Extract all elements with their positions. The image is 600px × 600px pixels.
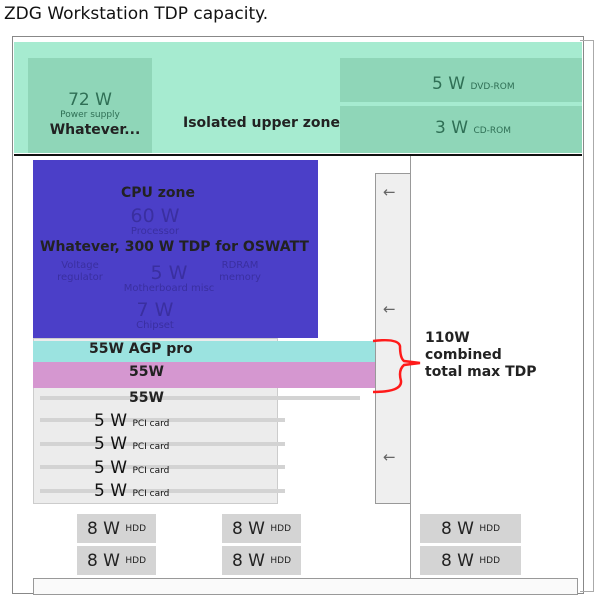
upper-zone-label: Isolated upper zone xyxy=(183,115,341,131)
slot xyxy=(40,465,285,469)
pci-card-2: 5 W PCI card xyxy=(94,434,170,454)
hdd-bay: 8 W HDD xyxy=(222,514,301,543)
hdd-bay: 8 W HDD xyxy=(420,546,521,575)
hdd-bay: 8 W HDD xyxy=(420,514,521,543)
hdd-bay: 8 W HDD xyxy=(222,546,301,575)
cpu-zone xyxy=(33,160,318,338)
arrow-left-icon: ← xyxy=(383,448,396,466)
case-side-rail xyxy=(580,40,594,592)
arrow-left-icon: ← xyxy=(383,300,396,318)
voltage-regulator: Voltage regulator xyxy=(57,260,103,283)
hdd-bay: 8 W HDD xyxy=(77,546,156,575)
slot xyxy=(40,418,285,422)
brace-icon xyxy=(372,338,421,394)
cd-bay xyxy=(340,106,582,153)
psu-watts: 72 W xyxy=(68,90,112,110)
slot3-label: 55W xyxy=(129,390,164,406)
slot2-label: 55W xyxy=(129,364,164,380)
dvd-name: DVD-ROM xyxy=(470,82,515,92)
hdd-bay: 8 W HDD xyxy=(77,514,156,543)
rdram-memory: RDRAM memory xyxy=(219,260,261,283)
combined-tdp-note: 110W combined total max TDP xyxy=(425,330,537,380)
slot xyxy=(40,442,285,446)
side-bracket xyxy=(375,173,411,504)
arrow-left-icon: ← xyxy=(383,183,396,201)
dvd-bay xyxy=(340,58,582,102)
cd-name: CD-ROM xyxy=(473,126,512,136)
cd-watts: 3 W xyxy=(435,118,469,138)
pci-card-3: 5 W PCI card xyxy=(94,458,170,478)
slot xyxy=(40,396,360,400)
agp-slot-zone xyxy=(33,341,378,362)
slot2-zone xyxy=(33,362,378,388)
cpu-zone-label: CPU zone xyxy=(121,185,196,201)
slot xyxy=(40,489,285,493)
case-bottom-strip xyxy=(33,578,578,595)
zone-divider xyxy=(14,154,582,156)
power-supply-box xyxy=(28,58,152,153)
psu-name: Power supply xyxy=(60,110,120,120)
psu-note: Whatever... xyxy=(49,122,141,138)
pci-card-4: 5 W PCI card xyxy=(94,481,170,501)
pci-card-1: 5 W PCI card xyxy=(94,411,170,431)
agp-label: 55W AGP pro xyxy=(89,341,193,357)
cpu-zone-note: Whatever, 300 W TDP for OSWATT xyxy=(40,239,309,255)
dvd-watts: 5 W xyxy=(432,74,466,94)
page-title: ZDG Workstation TDP capacity. xyxy=(4,4,269,24)
